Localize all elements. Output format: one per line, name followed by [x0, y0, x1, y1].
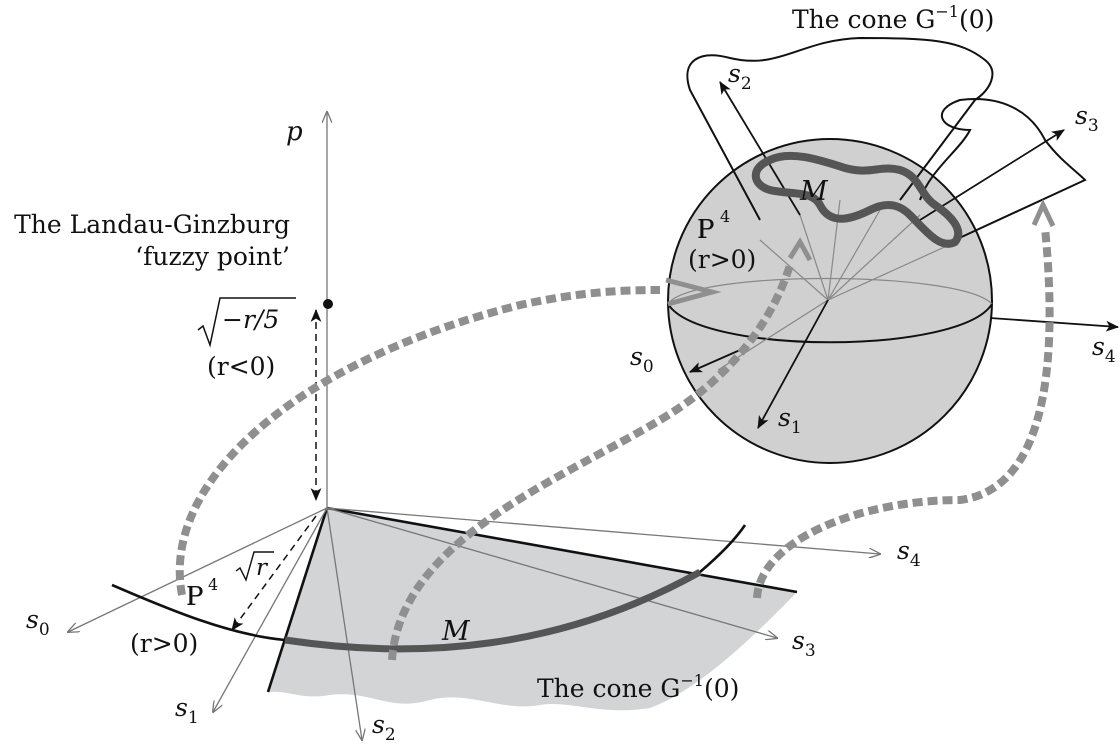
left-s2-label: s2	[372, 710, 396, 745]
left-cone-surface	[268, 508, 797, 711]
right-sphere-group	[667, 36, 1120, 464]
right-p4-label: P	[697, 215, 715, 245]
left-axis-s1	[213, 507, 328, 712]
right-manifold-label: M	[799, 176, 829, 207]
sphere-equator-back	[667, 277, 993, 305]
left-cone-edge-front	[266, 507, 329, 693]
sphere-equator-front	[667, 303, 993, 344]
left-cone-group	[68, 112, 880, 740]
left-s4-label: s4	[897, 536, 921, 571]
left-axis-s0	[68, 507, 328, 632]
left-s3-label: s3	[792, 626, 816, 661]
right-axis-s4	[989, 317, 1120, 332]
r-negative-label: (r<0)	[207, 352, 275, 381]
right-r-positive-label: (r>0)	[688, 245, 756, 274]
fuzzy-point-dot	[323, 299, 333, 309]
left-r-positive-label: (r>0)	[130, 629, 198, 658]
right-s1-label: s1	[778, 403, 802, 438]
left-p4-label: P	[186, 582, 204, 612]
right-s0-label: s0	[630, 342, 654, 377]
right-s2-label: s2	[728, 59, 752, 94]
right-s4-label: s4	[1092, 332, 1116, 367]
left-p4-exp: 4	[208, 575, 218, 594]
right-axis-s0	[689, 349, 741, 373]
lg-title-line1: The Landau-Ginzburg	[14, 210, 290, 239]
left-s1-label: s1	[175, 693, 199, 728]
right-s3-label: s3	[1075, 101, 1099, 136]
right-axis-s1	[757, 299, 829, 429]
connecting-arrows	[175, 227, 1054, 661]
left-manifold-curve	[284, 568, 702, 653]
left-cone-label: The cone G−1(0)	[537, 671, 739, 703]
right-p4-exp: 4	[720, 207, 730, 226]
svg-text:−r/5: −r/5	[222, 305, 279, 334]
right-manifold-curve	[751, 151, 963, 248]
left-cone-edge-back	[326, 506, 798, 594]
connector-heads	[665, 199, 1056, 307]
lg-title-line2: ‘fuzzy point’	[135, 242, 290, 271]
sqrt-neg-label: −r/5	[197, 297, 296, 348]
right-cone-label: The cone G−1(0)	[792, 2, 994, 34]
right-axis-s3	[919, 129, 1065, 221]
connector-cone-to-sphere	[388, 263, 794, 661]
connector-s4-to-cone	[753, 227, 1054, 599]
right-cone-outline	[686, 36, 1087, 241]
sqrt-pos-label: r	[235, 551, 274, 582]
left-s0-label: s0	[26, 605, 50, 640]
connector-fuzzy-to-p4	[175, 286, 661, 596]
left-axis-s2	[326, 507, 362, 740]
svg-text:r: r	[256, 555, 269, 581]
p-axis-label: p	[286, 117, 303, 147]
sphere	[667, 138, 993, 464]
left-axis-s3	[326, 507, 777, 638]
left-manifold-label: M	[441, 616, 471, 647]
